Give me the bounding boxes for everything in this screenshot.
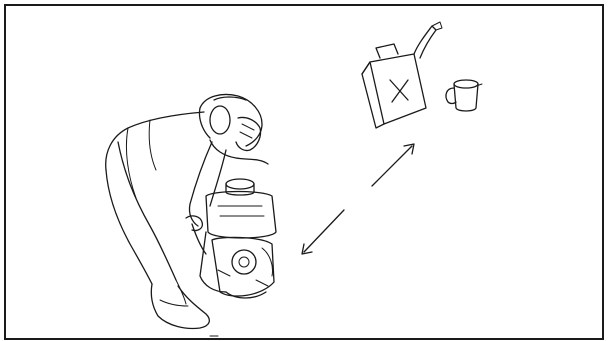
engine-flywheel-icon [232, 250, 256, 274]
measuring-cup-icon [446, 80, 482, 111]
ear-muff-icon [210, 106, 230, 134]
engine-unit [186, 179, 276, 298]
double-arrow-icon [302, 144, 414, 254]
person-figure [106, 95, 268, 337]
fuel-can-icon [362, 22, 442, 128]
